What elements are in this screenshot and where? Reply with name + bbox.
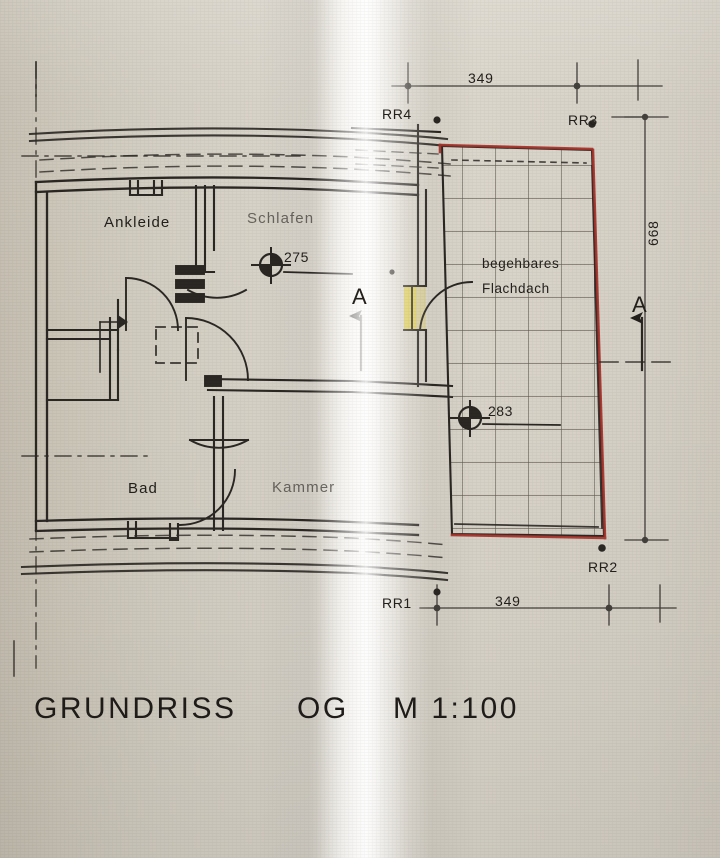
plan-floor: OG	[297, 692, 349, 725]
reference-label-rr1: RR1	[382, 595, 412, 611]
roof-terrace-label-line2: Flachdach	[482, 281, 550, 296]
room-label-bad: Bad	[128, 480, 158, 497]
dimension-top-value: 349	[468, 70, 494, 86]
roof-terrace-label-line1: begehbares	[482, 256, 560, 271]
plan-scale: M 1:100	[393, 692, 519, 725]
dimension-bottom-value: 349	[495, 593, 521, 609]
room-label-ankleide: Ankleide	[104, 214, 171, 231]
elevation-value-flachdach: 283	[488, 403, 513, 419]
reference-label-rr4: RR4	[382, 106, 412, 122]
dimension-right-value: 668	[645, 220, 661, 246]
reference-label-rr3: RR3	[568, 112, 598, 128]
plan-title: GRUNDRISS	[34, 692, 237, 725]
section-marker-label-right: A	[632, 292, 648, 317]
room-label-kammer: Kammer	[272, 479, 336, 496]
reference-label-rr2: RR2	[588, 559, 618, 575]
room-label-schlafen: Schlafen	[247, 210, 315, 227]
section-marker-label-left: A	[352, 284, 368, 309]
elevation-value-schlafen: 275	[284, 249, 309, 265]
